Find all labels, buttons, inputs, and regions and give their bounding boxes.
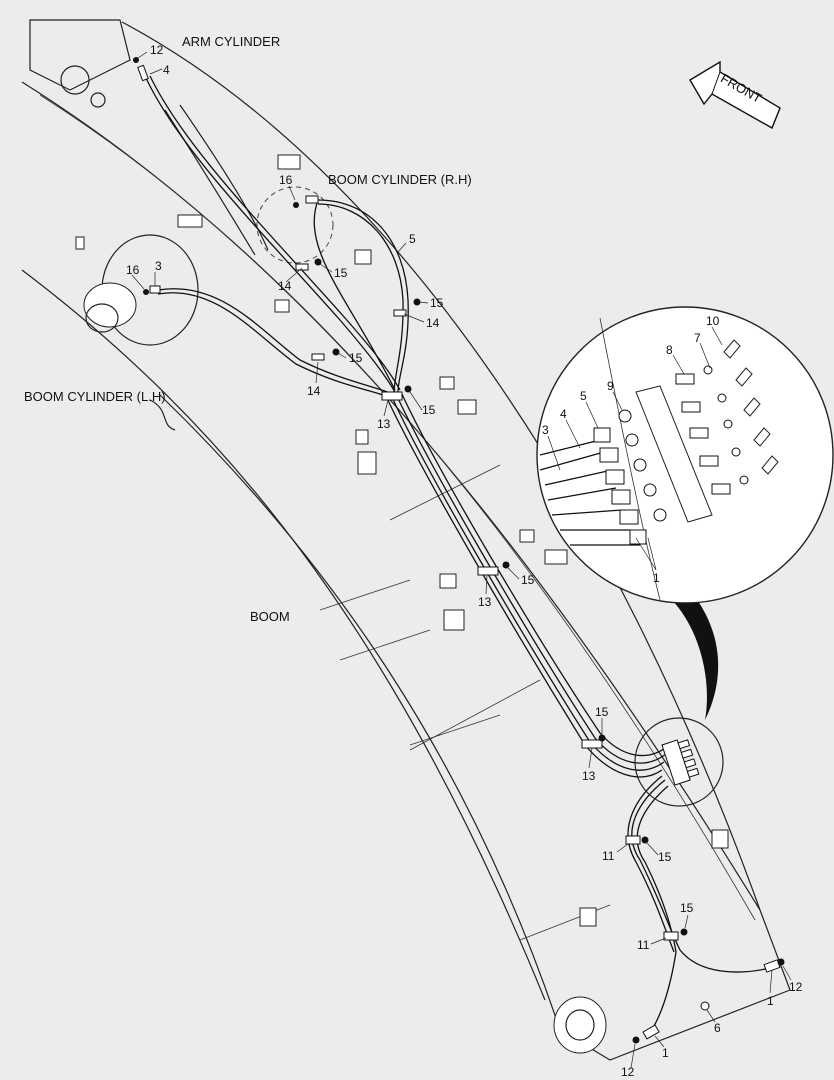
boom-cylinder-rh-label: BOOM CYLINDER (R.H) [328, 172, 472, 187]
callout-leaders [131, 51, 792, 1069]
detail-hoses [539, 439, 640, 546]
boom-cylinder-lh-label: BOOM CYLINDER (L.H) [24, 389, 166, 404]
callout-13: 13 [582, 769, 596, 783]
callout-15: 15 [430, 296, 444, 310]
callout-16: 16 [126, 263, 140, 277]
callout-12: 12 [150, 43, 164, 57]
detail-callout-9: 9 [607, 379, 614, 393]
callout-12: 12 [789, 980, 803, 994]
callout-11: 11 [602, 849, 615, 863]
detail-callout-8: 8 [666, 343, 673, 357]
detail-callout-10: 10 [706, 314, 720, 328]
callout-14: 14 [426, 316, 440, 330]
callout-15: 15 [334, 266, 348, 280]
callout-15: 15 [680, 901, 694, 915]
detail-callout-7: 7 [694, 331, 701, 345]
detail-callout-1: 1 [653, 571, 660, 585]
boom-structure [21, 19, 791, 1061]
callout-6: 6 [714, 1021, 721, 1035]
callout-16: 16 [279, 173, 293, 187]
callout-14: 14 [307, 384, 321, 398]
callout-numbers: 12 4 16 5 16 3 15 14 15 14 15 14 13 15 1… [126, 43, 803, 1079]
callout-15: 15 [349, 351, 363, 365]
boom-label: BOOM [250, 609, 290, 624]
callout-14: 14 [278, 279, 292, 293]
callout-15: 15 [595, 705, 609, 719]
detail-callout-5: 5 [580, 389, 587, 403]
callout-5: 5 [409, 232, 416, 246]
callout-15: 15 [658, 850, 672, 864]
detail-fittings [593, 339, 779, 545]
hose-routing [145, 75, 771, 1036]
detail-callout [536, 306, 834, 807]
fittings [133, 57, 785, 1044]
callout-13: 13 [377, 417, 391, 431]
detail-callout-3: 3 [542, 423, 549, 437]
callout-15: 15 [521, 573, 535, 587]
front-arrow-icon: FRONT [689, 60, 781, 130]
callout-3: 3 [155, 259, 162, 273]
callout-12: 12 [621, 1065, 635, 1079]
detail-callout-4: 4 [560, 407, 567, 421]
callout-4: 4 [163, 63, 170, 77]
callout-13: 13 [478, 595, 492, 609]
section-labels: ARM CYLINDER BOOM CYLINDER (R.H) BOOM CY… [24, 34, 472, 624]
callout-1: 1 [662, 1046, 669, 1060]
callout-11: 11 [637, 938, 650, 952]
arm-cylinder-label: ARM CYLINDER [182, 34, 280, 49]
callout-1: 1 [767, 994, 774, 1008]
callout-15: 15 [422, 403, 436, 417]
